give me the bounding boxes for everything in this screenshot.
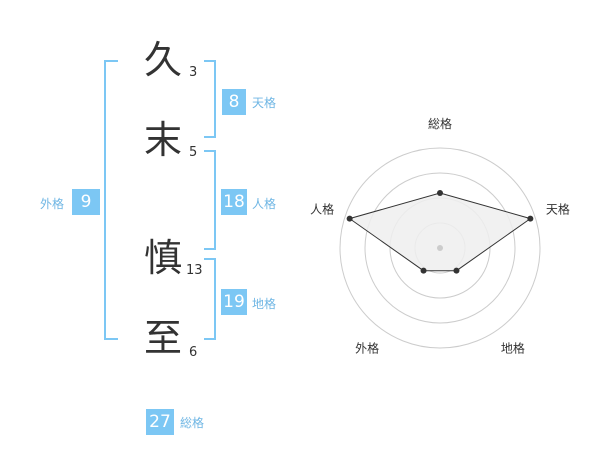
jinkaku-label: 人格 (252, 197, 277, 211)
name-char-4: 至 (143, 316, 182, 360)
name-char-1: 久 (143, 38, 182, 82)
radar-center (437, 245, 443, 251)
radar-axis-label: 外格 (355, 340, 379, 355)
radar-axis-label: 総格 (428, 116, 452, 131)
soukaku-value: 27 (146, 409, 174, 435)
radar-point-2 (527, 215, 534, 222)
radar-axis-label: 天格 (546, 202, 570, 217)
tenkaku-bracket (204, 60, 216, 138)
stroke-count-4: 6 (189, 345, 198, 360)
jinkaku-value: 18 (221, 189, 247, 215)
name-char-3: 慎 (143, 236, 182, 280)
radar-ring (364, 172, 516, 324)
radar-axis-label: 人格 (310, 202, 334, 217)
stroke-count-2: 5 (189, 145, 198, 160)
stroke-count-1: 3 (189, 65, 198, 80)
radar-axis-label: 地格 (501, 340, 525, 355)
name-char-2: 末 (143, 118, 182, 162)
jinkaku-bracket (204, 150, 216, 250)
gaikaku-value: 9 (72, 189, 100, 215)
stroke-count-3: 13 (186, 263, 203, 278)
soukaku-label: 総格 (180, 416, 205, 430)
gaikaku-label: 外格 (40, 197, 65, 211)
tenkaku-label: 天格 (252, 96, 277, 110)
radar-ring (339, 147, 541, 349)
radar-point-1 (437, 190, 443, 196)
radar-area (348, 192, 532, 272)
radar-point-4 (420, 267, 427, 274)
chikaku-value: 19 (221, 289, 247, 315)
chikaku-bracket (204, 258, 216, 340)
tenkaku-value: 8 (222, 89, 246, 115)
gaikaku-bracket (104, 60, 118, 340)
chikaku-label: 地格 (252, 297, 277, 311)
radar-point-3 (453, 267, 460, 274)
radar-point-5 (346, 215, 353, 222)
